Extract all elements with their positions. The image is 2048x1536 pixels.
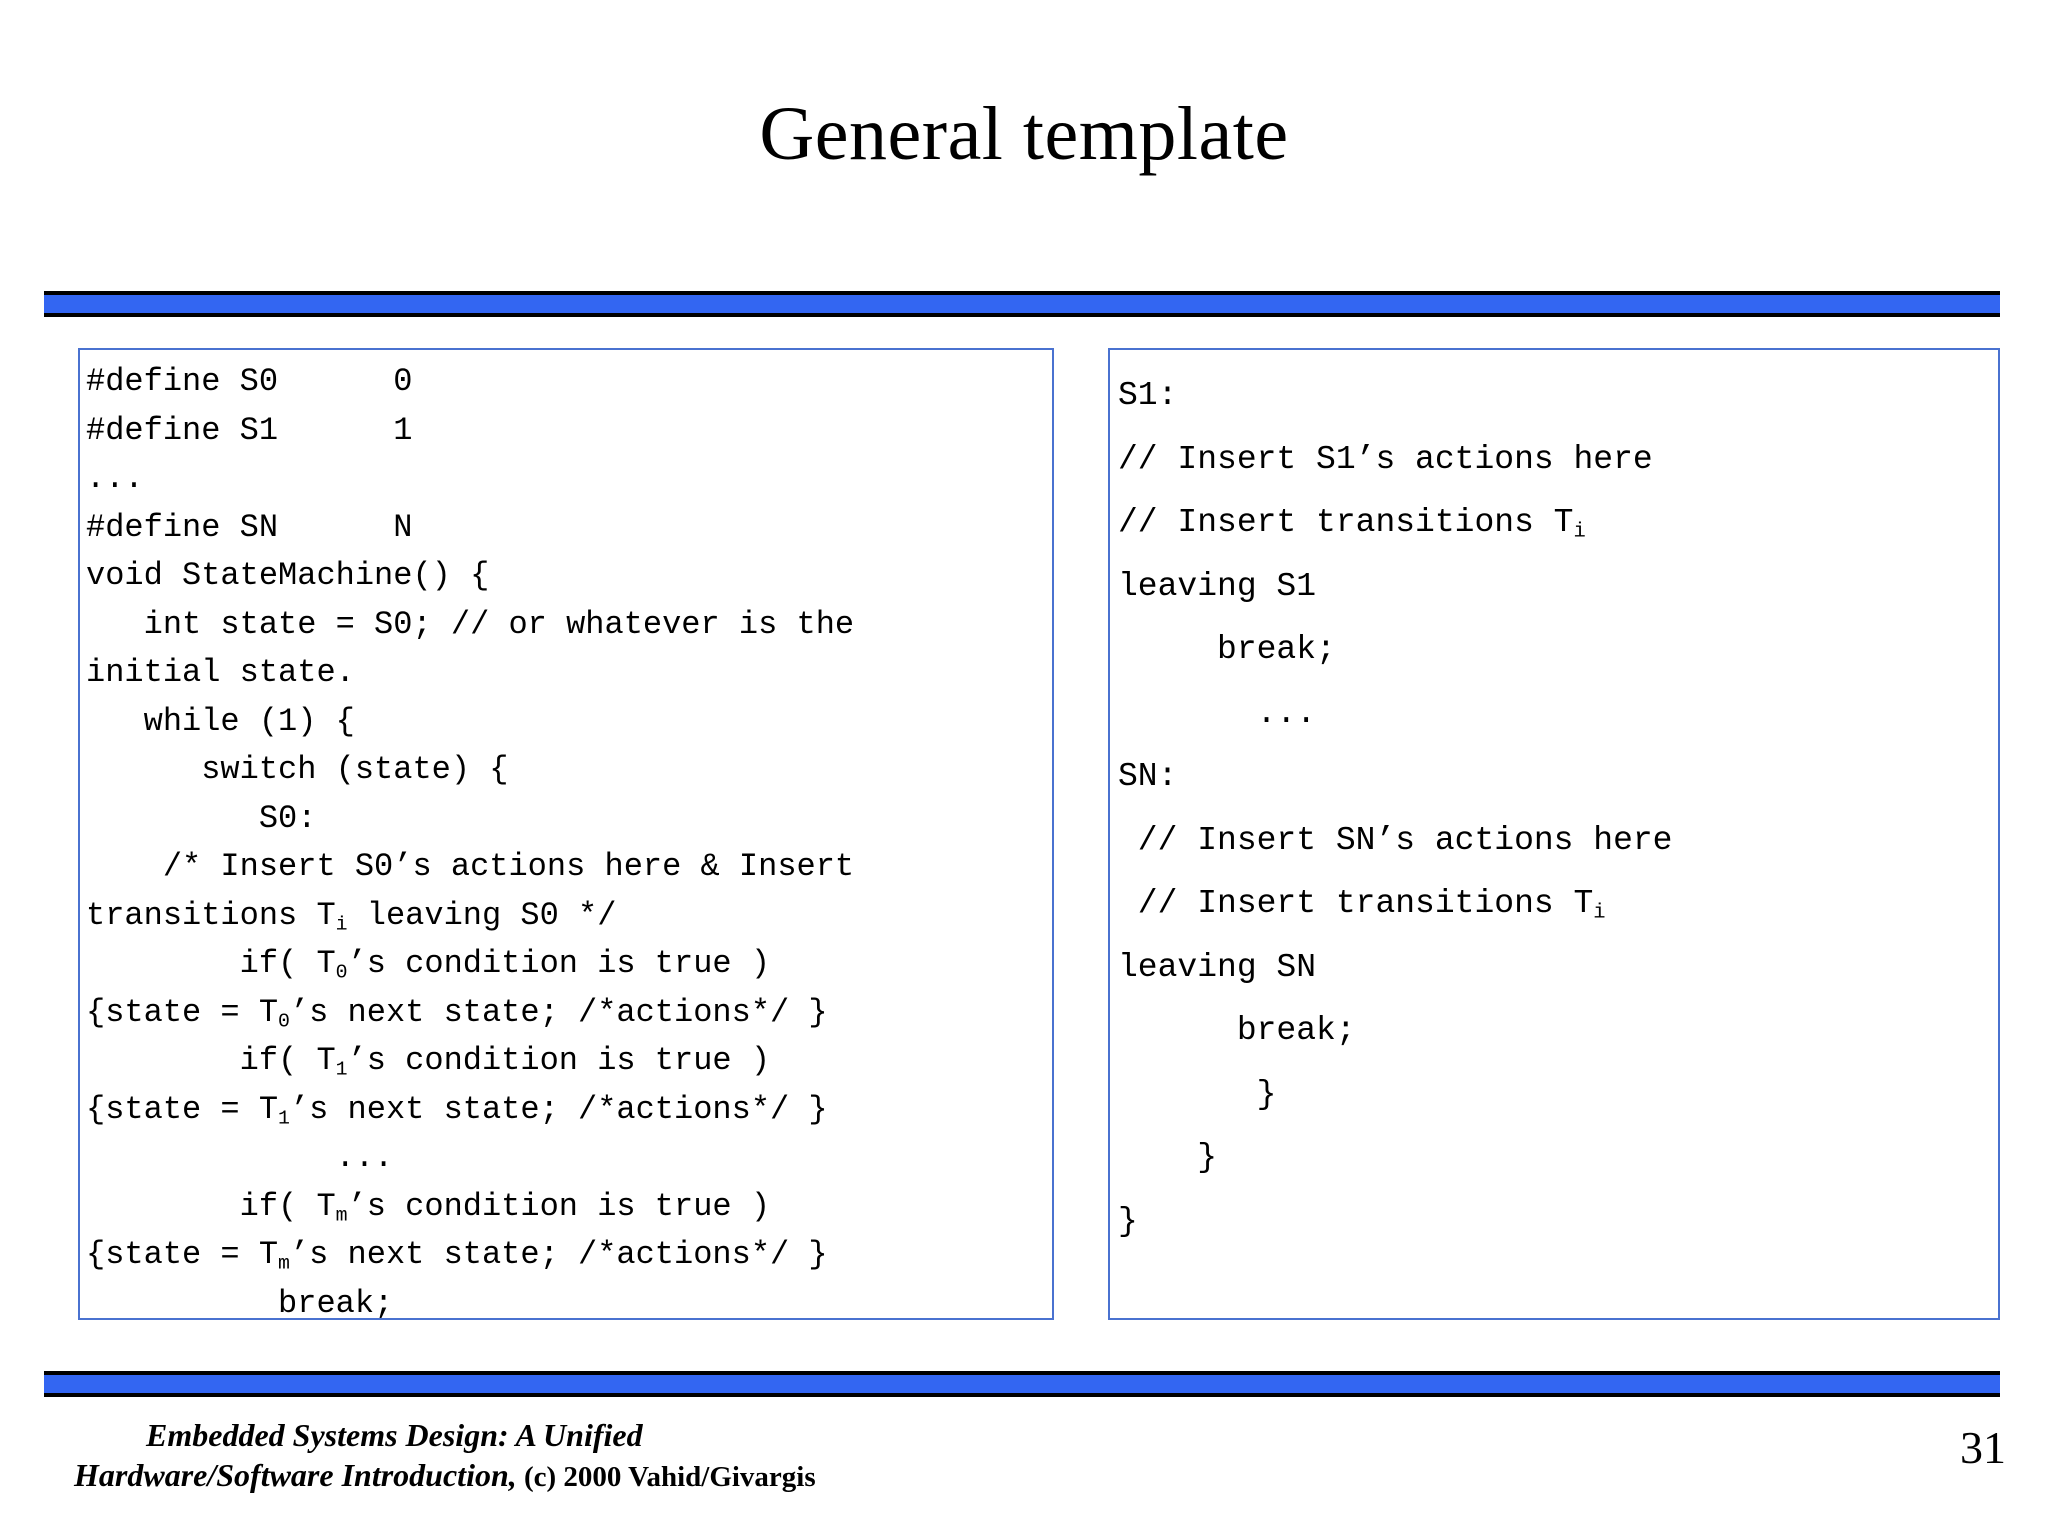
code-line: // Insert transitions Ti bbox=[1118, 885, 1606, 925]
code-line: } bbox=[1118, 1139, 1218, 1176]
code-line: } bbox=[1118, 1075, 1277, 1113]
code-line: // Insert SN’s actions here bbox=[1118, 821, 1673, 859]
code-line: } bbox=[1118, 1202, 1138, 1240]
code-line: #define S1 1 bbox=[86, 411, 413, 449]
code-line: #define S0 0 bbox=[86, 363, 413, 400]
code-line: if( T0’s condition is true ) bbox=[86, 945, 771, 984]
code-line: leaving SN bbox=[1118, 948, 1317, 986]
right-code-box: S1: // Insert S1’s actions here // Insert … bbox=[1108, 348, 2000, 1320]
page-number: 31 bbox=[1960, 1422, 2006, 1473]
footer-book-line-1: Embedded Systems Design: A Unified bbox=[146, 1417, 643, 1453]
code-line: transitions Ti leaving S0 */ bbox=[86, 896, 617, 936]
code-line: ... bbox=[86, 460, 144, 497]
code-line: #define SN N bbox=[86, 508, 413, 546]
code-line: // Insert transitions Ti bbox=[1118, 504, 1586, 544]
code-line: int state = S0; // or whatever is the bbox=[86, 605, 855, 643]
code-line: S0: bbox=[86, 799, 317, 837]
code-line: {state = T1’s next state; /*actions*/ } bbox=[86, 1090, 828, 1130]
footer-credit: Embedded Systems Design: A Unified Hardw… bbox=[74, 1415, 1174, 1497]
right-code-content: S1: // Insert S1’s actions here // Insert … bbox=[1110, 350, 1998, 1253]
left-code-box: #define S0 0 #define S1 1... #define SN N v… bbox=[78, 348, 1054, 1320]
top-accent-bar bbox=[44, 291, 2000, 317]
page-title: General template bbox=[759, 92, 1289, 176]
code-line: break; bbox=[86, 1284, 394, 1320]
code-line: switch (state) { bbox=[86, 751, 509, 788]
code-line: if( Tm’s condition is true ) bbox=[86, 1187, 771, 1227]
code-line: if( T1’s condition is true ) bbox=[86, 1042, 771, 1081]
code-line: initial state. bbox=[86, 654, 355, 691]
code-line: S1: bbox=[1118, 377, 1178, 414]
code-line: break; bbox=[1118, 1012, 1356, 1049]
footer-copyright: (c) 2000 Vahid/Givargis bbox=[516, 1461, 816, 1493]
code-line: {state = T0’s next state; /*actions*/ } bbox=[86, 993, 828, 1033]
code-line: ... bbox=[86, 1139, 394, 1176]
code-line: while (1) { bbox=[86, 702, 355, 740]
left-code-content: #define S0 0 #define S1 1... #define SN N v… bbox=[80, 350, 1052, 1320]
code-line: leaving S1 bbox=[1118, 567, 1317, 605]
code-line: // Insert S1’s actions here bbox=[1118, 440, 1653, 478]
bottom-accent-bar bbox=[44, 1371, 2000, 1397]
code-line: /* Insert S0’s actions here & Insert bbox=[86, 848, 855, 885]
footer-book-line-2: Hardware/Software Introduction, (c) 2000… bbox=[74, 1457, 816, 1493]
code-line: {state = Tm’s next state; /*actions*/ } bbox=[86, 1236, 828, 1275]
code-line: ... bbox=[1118, 694, 1317, 732]
code-line: break; bbox=[1118, 631, 1336, 668]
code-line: void StateMachine() { bbox=[86, 557, 490, 594]
code-line: SN: bbox=[1118, 758, 1178, 795]
